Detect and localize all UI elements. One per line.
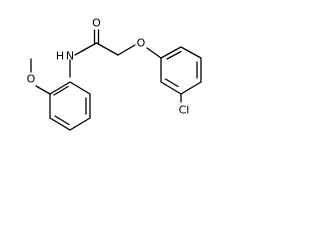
ring-b-inner-2 [54,115,70,126]
bond-carbonyl-nitrogen [74,42,98,56]
ring-a-bond-2 [180,46,202,59]
ring-a-bond-1 [160,46,182,59]
ring-a-bond-5 [160,81,182,95]
bond-ether-oxygen-ring [146,47,162,59]
atom-label-amide-nitrogen: N [66,50,74,63]
atom-label-amide-hydrogen: H [56,50,64,63]
ring-a-inner-3 [164,78,179,88]
ring-a-inner-1 [166,50,182,60]
ring-b-inner-1 [53,85,69,96]
chemical-structure-diagram: O N H O O Cl [27,17,202,131]
ring-b-bond-1 [49,81,71,95]
atom-label-chlorine: Cl [179,104,190,117]
ring-b-bond-6 [69,81,91,95]
ring-b-bond-4 [69,117,91,131]
bond-ring-methoxy-oxygen [35,85,51,95]
atom-label-ether-oxygen: O [137,37,146,50]
atom-label-layer: O N H O O Cl [27,17,190,117]
ring-a-bond-4 [180,81,202,95]
ring-b-bond-3 [49,117,71,131]
atom-label-carbonyl-oxygen: O [92,17,101,30]
bond-layer [30,29,202,131]
bond-carbonyl-methylene [95,42,119,56]
bond-methylene-ether-oxygen [117,44,136,56]
atom-label-methoxy-oxygen: O [27,73,36,86]
